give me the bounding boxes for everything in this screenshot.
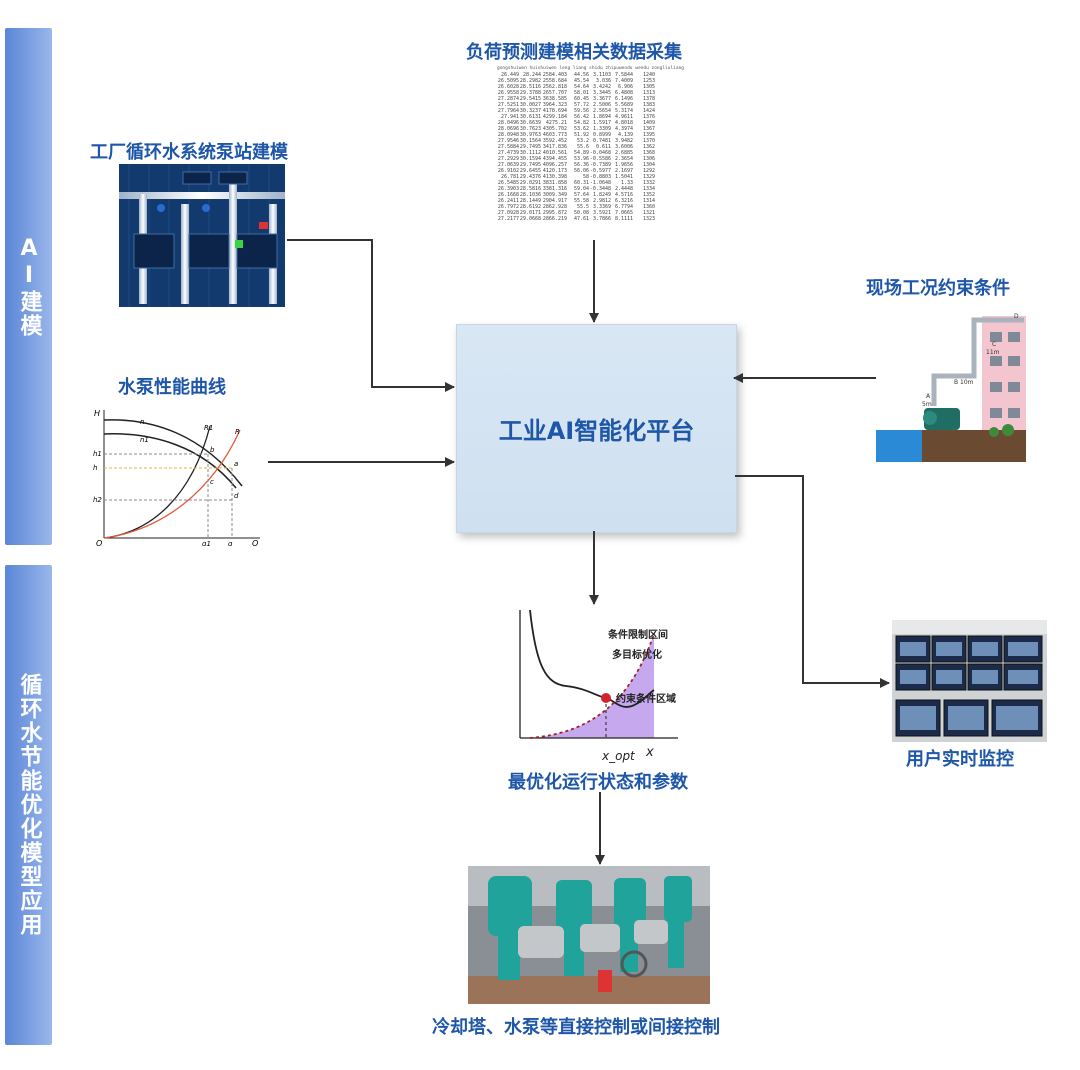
- svg-text:q1: q1: [202, 540, 211, 546]
- svg-text:O: O: [96, 539, 102, 546]
- sidebar-optimization-label: 循环水节能优化模型应用: [16, 673, 42, 937]
- pump-station-label: 工厂循环水系统泵站建模: [90, 142, 288, 163]
- svg-text:D: D: [1014, 313, 1019, 320]
- pump-curve-chart: H Q O n n1 R1 R h1 h h2 q1 q b a c d: [92, 406, 262, 546]
- data-table: gongshuiwen huishuiwen leng liang shidu …: [497, 66, 685, 236]
- pump-station-image: [119, 164, 285, 307]
- svg-text:约束条件区域: 约束条件区域: [616, 692, 676, 705]
- svg-text:a: a: [234, 460, 238, 468]
- svg-text:R: R: [235, 428, 240, 436]
- svg-text:条件限制区间: 条件限制区间: [607, 628, 668, 641]
- sidebar-ai-modeling-label: AI建模: [16, 235, 42, 338]
- svg-text:h2: h2: [93, 496, 102, 504]
- svg-text:d: d: [234, 492, 239, 500]
- svg-text:n: n: [140, 418, 144, 426]
- svg-text:b: b: [210, 446, 215, 454]
- data-collection-label: 负荷预测建模相关数据采集: [466, 42, 682, 63]
- sidebar-optimization-application: 循环水节能优化模型应用: [5, 565, 52, 1045]
- data-table-header: gongshuiwen huishuiwen leng liang shidu …: [497, 66, 685, 71]
- svg-text:B 10m: B 10m: [954, 379, 974, 386]
- monitoring-image: [892, 620, 1047, 742]
- svg-text:11m: 11m: [986, 349, 1000, 356]
- arrow-pumpstation-to-platform: [287, 239, 455, 392]
- svg-text:5m: 5m: [922, 401, 932, 408]
- svg-text:C: C: [992, 341, 996, 348]
- arrow-platform-to-monitoring: [735, 475, 890, 688]
- optimization-chart: 条件限制区间 多目标优化 约束条件区域 x_opt x: [506, 606, 696, 768]
- svg-text:n1: n1: [140, 436, 149, 444]
- svg-text:h1: h1: [93, 450, 102, 458]
- control-label: 冷却塔、水泵等直接控制或间接控制: [432, 1017, 720, 1038]
- platform-title: 工业AI智能化平台: [498, 417, 695, 445]
- pump-curve-label: 水泵性能曲线: [118, 377, 226, 398]
- monitoring-label: 用户实时监控: [906, 749, 1014, 770]
- ai-platform-box: 工业AI智能化平台: [456, 324, 737, 533]
- svg-text:q: q: [228, 540, 233, 546]
- svg-text:A: A: [926, 393, 931, 400]
- optimal-state-label: 最优化运行状态和参数: [508, 772, 688, 793]
- svg-text:多目标优化: 多目标优化: [612, 648, 662, 661]
- svg-text:x_opt: x_opt: [601, 749, 636, 763]
- svg-text:H: H: [94, 409, 100, 418]
- svg-text:c: c: [210, 478, 214, 486]
- svg-text:R1: R1: [204, 424, 213, 432]
- site-constraints-label: 现场工况约束条件: [866, 278, 1010, 299]
- svg-text:Q: Q: [252, 539, 258, 546]
- pumps-photo: [468, 866, 710, 1004]
- site-constraints-image: D C 11m B 10m A 5m: [876, 310, 1026, 462]
- svg-text:x: x: [645, 745, 654, 760]
- svg-text:h: h: [93, 464, 97, 472]
- sidebar-ai-modeling: AI建模: [5, 28, 52, 545]
